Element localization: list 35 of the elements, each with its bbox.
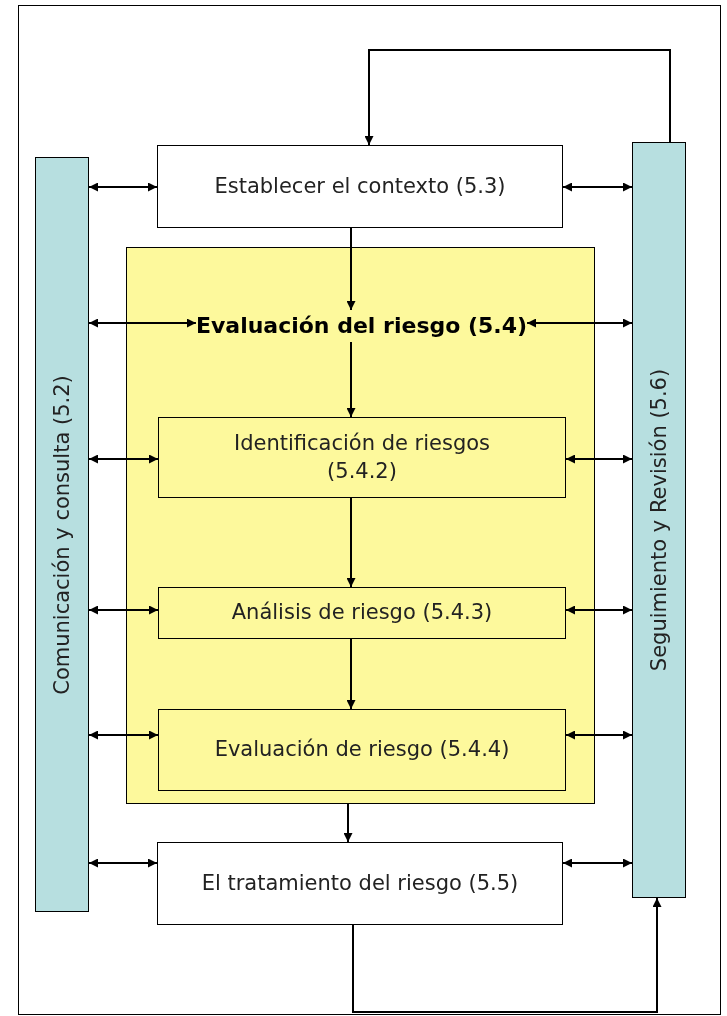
arrow	[346, 227, 356, 311]
arrow	[565, 454, 633, 464]
arrow	[88, 318, 197, 328]
arrow	[346, 497, 356, 588]
arrow	[346, 638, 356, 710]
arrow	[562, 182, 633, 192]
process-box	[157, 145, 563, 228]
arrow	[364, 49, 671, 146]
bar-label: Seguimiento y Revisión (5.6)	[647, 368, 671, 672]
arrow	[526, 318, 633, 328]
vertical-bar	[35, 157, 89, 912]
process-box	[157, 842, 563, 925]
box-label: Evaluación de riesgo (5.4.4)	[214, 736, 510, 764]
arrow	[343, 803, 353, 843]
group-box	[126, 247, 595, 804]
arrow	[88, 730, 159, 740]
arrow	[88, 858, 158, 868]
arrow	[352, 897, 662, 1013]
process-box	[158, 417, 566, 498]
group-heading: Evaluación del riesgo (5.4)	[195, 310, 528, 342]
arrow	[565, 605, 633, 615]
process-box	[158, 709, 566, 791]
arrow	[565, 730, 633, 740]
arrow	[346, 341, 356, 418]
bar-label: Comunicación y consulta (5.2)	[50, 374, 74, 695]
box-label: Establecer el contexto (5.3)	[214, 172, 506, 200]
box-label: Identificación de riesgos (5.4.2)	[232, 430, 492, 485]
arrow	[562, 858, 633, 868]
box-label: El tratamiento del riesgo (5.5)	[201, 869, 519, 897]
vertical-bar	[632, 142, 686, 898]
arrow	[88, 454, 159, 464]
process-box	[158, 587, 566, 639]
arrow	[88, 182, 158, 192]
box-label: Análisis de riesgo (5.4.3)	[231, 599, 493, 627]
arrow	[88, 605, 159, 615]
